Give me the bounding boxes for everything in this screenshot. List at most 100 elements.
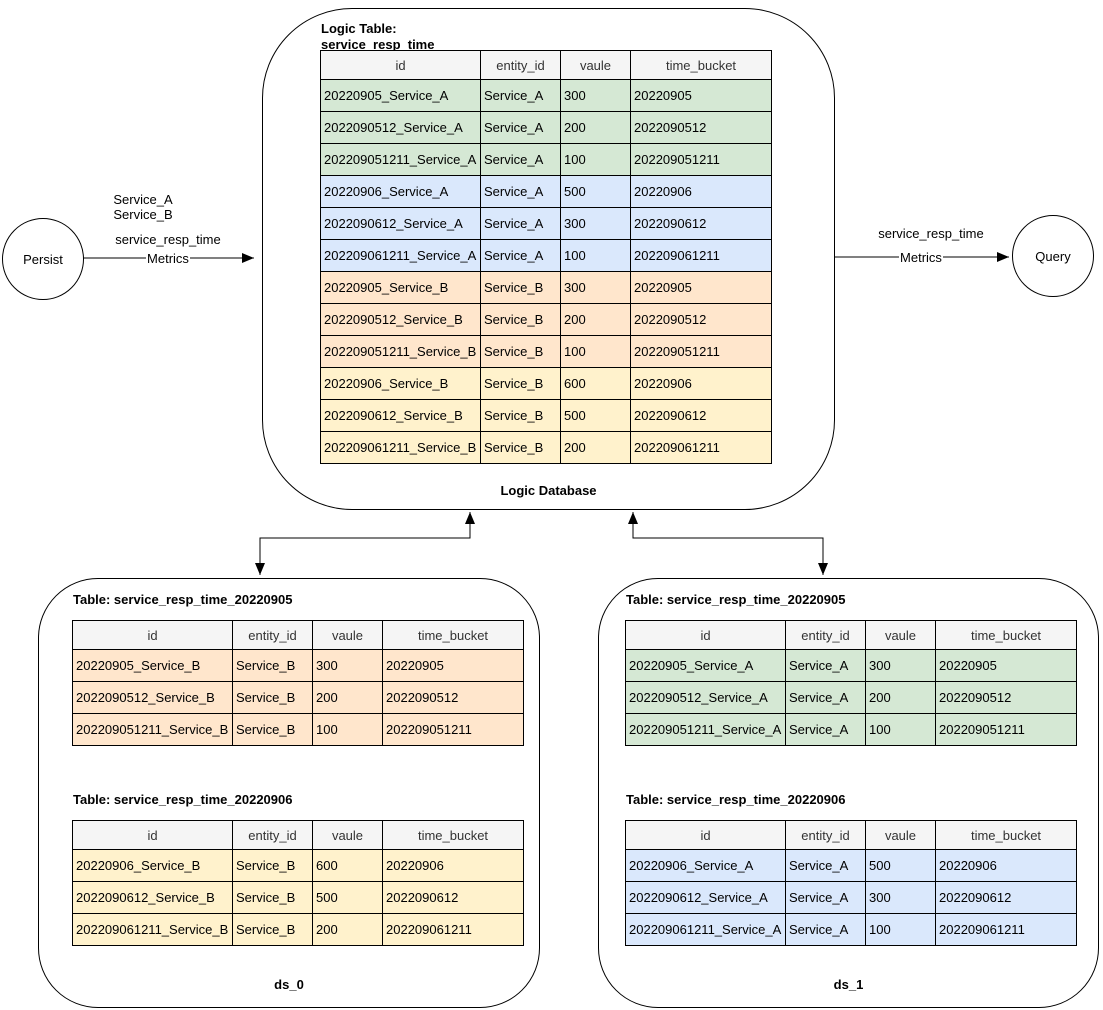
table-cell: 2022090512 xyxy=(630,111,772,144)
table-cell: 20220906 xyxy=(382,849,524,882)
table-cell: 202209061211 xyxy=(935,913,1077,946)
table-cell: 202209051211 xyxy=(935,713,1077,746)
table-cell: 2022090612 xyxy=(935,881,1077,914)
table-cell: Service_B xyxy=(480,303,561,336)
column-header: id xyxy=(72,620,233,650)
column-header: vaule xyxy=(312,620,383,650)
table-cell: 202209061211_Service_B xyxy=(320,431,481,464)
right-edge-metrics-text: Metrics xyxy=(899,250,943,265)
table-cell: Service_A xyxy=(785,681,866,714)
table-cell: 100 xyxy=(312,713,383,746)
ds1-table1-title: Table: service_resp_time_20220905 xyxy=(626,592,846,607)
ds0-label: ds_0 xyxy=(274,977,304,992)
left-edge-metric-name-label: service_resp_time xyxy=(115,232,221,247)
table-cell: 500 xyxy=(560,175,631,208)
persist-node: Persist xyxy=(2,218,84,300)
table-cell: 2022090512 xyxy=(382,681,524,714)
table-cell: 200 xyxy=(560,303,631,336)
left-edge-metrics-text: Metrics xyxy=(146,251,190,266)
table-cell: 300 xyxy=(560,271,631,304)
table-cell: 300 xyxy=(560,79,631,112)
table-cell: Service_B xyxy=(232,913,313,946)
table-cell: Service_B xyxy=(232,649,313,682)
table-cell: Service_A xyxy=(785,913,866,946)
table-cell: 20220905_Service_B xyxy=(320,271,481,304)
table-cell: Service_A xyxy=(785,713,866,746)
right-edge-metrics-label: Metrics xyxy=(851,250,991,265)
table-cell: Service_A xyxy=(785,881,866,914)
table-cell: 200 xyxy=(560,431,631,464)
table-cell: 202209061211_Service_B xyxy=(72,913,233,946)
table-cell: 202209051211_Service_A xyxy=(625,713,786,746)
table-cell: 2022090512_Service_B xyxy=(320,303,481,336)
table-cell: 300 xyxy=(865,649,936,682)
table-cell: 200 xyxy=(312,681,383,714)
table-cell: 20220906 xyxy=(630,367,772,400)
table-cell: 500 xyxy=(560,399,631,432)
column-header: id xyxy=(625,820,786,850)
ds0-table1-title: Table: service_resp_time_20220905 xyxy=(73,592,293,607)
table-cell: 2022090512 xyxy=(935,681,1077,714)
table-cell: 20220905 xyxy=(630,271,772,304)
table-cell: 100 xyxy=(865,913,936,946)
table-cell: 20220905_Service_A xyxy=(625,649,786,682)
table-cell: Service_A xyxy=(480,79,561,112)
table-cell: Service_B xyxy=(232,849,313,882)
left-edge-metrics-label: Metrics xyxy=(98,251,238,266)
table-cell: 20220906_Service_A xyxy=(320,175,481,208)
table-cell: Service_B xyxy=(480,367,561,400)
table-cell: 2022090612_Service_A xyxy=(320,207,481,240)
table-cell: Service_B xyxy=(480,399,561,432)
table-cell: 20220906 xyxy=(630,175,772,208)
table-cell: Service_A xyxy=(480,239,561,272)
table-cell: Service_B xyxy=(232,681,313,714)
table-cell: 202209051211 xyxy=(630,335,772,368)
column-header: vaule xyxy=(312,820,383,850)
logic-table-title-line1: Logic Table: xyxy=(321,21,397,36)
logicdb-ds0-connector xyxy=(255,512,475,575)
table-cell: 20220905 xyxy=(630,79,772,112)
table-cell: 500 xyxy=(312,881,383,914)
table-cell: 2022090612 xyxy=(630,399,772,432)
column-header: time_bucket xyxy=(382,620,524,650)
table-cell: 300 xyxy=(865,881,936,914)
table-cell: 20220906_Service_A xyxy=(625,849,786,882)
table-cell: 100 xyxy=(560,143,631,176)
column-header: id xyxy=(72,820,233,850)
table-cell: Service_B xyxy=(480,271,561,304)
table-cell: 200 xyxy=(312,913,383,946)
logicdb-ds1-connector xyxy=(628,512,828,575)
table-cell: 300 xyxy=(560,207,631,240)
table-cell: 2022090612 xyxy=(382,881,524,914)
table-cell: Service_A xyxy=(480,111,561,144)
table-cell: 300 xyxy=(312,649,383,682)
column-header: vaule xyxy=(865,620,936,650)
ds1-table2-title: Table: service_resp_time_20220906 xyxy=(626,792,846,807)
table-cell: 202209061211 xyxy=(382,913,524,946)
table-cell: 200 xyxy=(560,111,631,144)
table-cell: Service_B xyxy=(480,335,561,368)
table-cell: 202209061211 xyxy=(630,239,772,272)
left-edge-service-b-label: Service_B xyxy=(113,207,173,222)
